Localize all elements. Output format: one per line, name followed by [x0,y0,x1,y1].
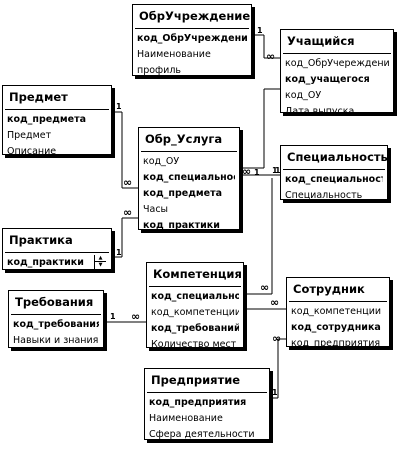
field-item[interactable]: код_практики [143,220,220,231]
field-item[interactable]: код_предмета [7,114,87,125]
many-mark: ∞ [270,296,279,309]
one-mark: 1 [116,102,122,111]
field-item[interactable]: код_специальности [151,291,239,302]
field-item[interactable]: Часы [143,204,169,215]
field-item[interactable]: Сфера деятельности [149,429,255,440]
table-praktika[interactable]: Практика код_практики ▲ ▼ [2,228,112,270]
field-item[interactable]: профиль [137,65,182,76]
table-title: Предприятие [151,373,241,387]
table-uchashchiysya[interactable]: Учащийся код_ОбрУчереждения код_учащегос… [280,29,394,117]
table-title: Практика [9,233,73,247]
field-item[interactable]: код_практики [7,257,84,268]
many-mark: ∞ [123,176,132,189]
table-title: Учащийся [287,34,355,48]
table-predpriyatie[interactable]: Предприятие код_предприятия Наименование… [144,368,270,440]
field-item[interactable]: Описание [7,146,57,157]
field-list: код_специальности Специальность [283,169,385,206]
field-item[interactable]: Дата выпуска [285,106,355,117]
field-item[interactable]: код_компетенции [151,307,239,318]
table-title: Предмет [9,90,68,104]
field-item[interactable]: Специальность [285,190,363,201]
field-list: код_ОУ код_специальности код_предмета Ча… [141,151,237,236]
table-specialnost[interactable]: Специальность код_специальности Специаль… [280,145,388,201]
one-mark: 1 [272,388,278,397]
field-list: код_предмета Предмет Описание [5,109,109,162]
field-item[interactable]: Предмет [7,130,52,141]
many-mark: ∞ [272,332,281,345]
table-title: Специальность [287,150,388,164]
field-list: код_ОбрУчреждения Наименование профиль [135,28,249,81]
many-mark: ∞ [242,165,251,178]
field-item[interactable]: код_учащегося [285,74,370,85]
field-item[interactable]: код_специальности [285,174,383,185]
many-mark: ∞ [123,206,132,219]
field-item[interactable]: код_требований [151,323,239,334]
field-list: код_предприятия Наименование Сфера деяте… [147,392,267,445]
table-kompetenciya[interactable]: Компетенция код_специальности код_компет… [146,262,244,350]
table-predmet[interactable]: Предмет код_предмета Предмет Описание [2,85,112,157]
field-item[interactable]: код_специальности [143,172,235,183]
scroll-down-icon[interactable]: ▼ [98,262,103,268]
scrollbar[interactable]: ▲ ▼ [94,255,106,269]
table-obr-uchrezhdenie[interactable]: ОбрУчреждение код_ОбрУчреждения Наименов… [132,4,252,76]
field-item[interactable]: код_ОУ [143,156,180,167]
field-list: код_требования Навыки и знания [11,314,101,351]
one-mark: 1 [272,166,278,175]
field-item[interactable]: код_предмета [143,188,223,199]
table-obr-usluga[interactable]: Обр_Услуга код_ОУ код_специальности код_… [138,127,240,231]
table-title: Компетенция [153,267,242,281]
table-title: ОбрУчреждение [139,9,251,23]
field-item[interactable]: код_сотрудника [291,322,381,333]
field-list: код_ОбрУчереждения код_учащегося код_ОУ … [283,53,391,122]
table-title: Сотрудник [293,282,365,296]
table-title: Требования [15,295,94,309]
table-trebovaniya[interactable]: Требования код_требования Навыки и знани… [8,290,104,348]
scroll-up-icon[interactable]: ▲ [95,255,106,262]
one-mark: 1 [110,312,116,321]
field-item[interactable]: код_ОУ [285,90,322,101]
field-item[interactable]: код_предприятия [291,338,381,349]
field-item[interactable]: код_компетенции [291,306,382,317]
field-item[interactable]: код_предприятия [149,397,247,408]
table-sotrudnik[interactable]: Сотрудник код_компетенции код_сотрудника… [286,277,390,349]
field-item[interactable]: код_ОбрУчреждения [137,33,247,44]
one-mark: 1 [257,26,263,35]
field-item[interactable]: код_ОбрУчереждения [285,58,389,69]
table-title: Обр_Услуга [145,132,223,146]
field-list: код_специальности код_компетенции код_тр… [149,286,241,355]
field-list: код_компетенции код_сотрудника код_предп… [289,301,387,354]
field-item[interactable]: Навыки и знания [13,335,99,346]
field-item[interactable]: Наименование [149,413,223,424]
many-mark: ∞ [131,310,140,323]
field-item[interactable]: код_требования [13,319,99,330]
field-item[interactable]: Наименование [137,49,211,60]
many-mark: ∞ [266,50,275,63]
one-mark: 1 [116,248,122,257]
many-mark: ∞ [260,281,269,294]
one-mark: 1 [254,168,260,177]
field-item[interactable]: Количество мест [151,339,237,350]
field-list: код_практики ▲ ▼ [5,252,109,273]
